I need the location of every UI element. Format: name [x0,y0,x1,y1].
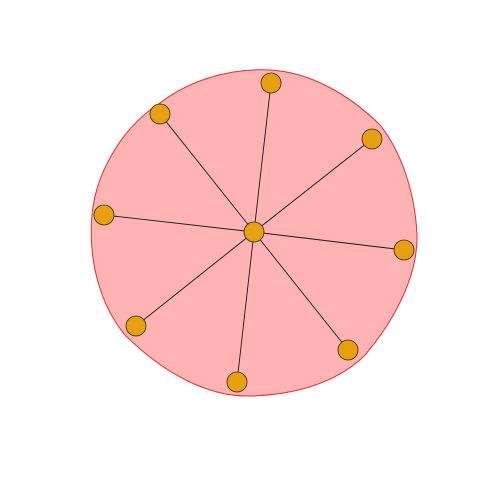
edge-group [103,82,405,383]
leaf-node-n5 [226,371,248,393]
leaf-node-n6 [125,315,147,337]
edge-hub-n1 [253,82,272,233]
leaf-node-n7 [93,204,115,226]
edge-hub-n8 [159,113,255,233]
leaf-node-n1 [260,72,282,94]
edge-hub-n7 [103,214,255,233]
edge-hub-n3 [253,231,405,251]
leaf-node-n3 [393,239,415,261]
edge-hub-n2 [253,138,373,233]
leaf-node-n8 [149,103,171,125]
edge-hub-n5 [236,231,255,383]
edge-hub-n4 [253,231,349,351]
leaf-node-n2 [361,128,383,150]
node-group [93,72,415,393]
edge-hub-n6 [135,231,255,327]
leaf-node-n4 [337,339,359,361]
hub-node [243,221,265,243]
